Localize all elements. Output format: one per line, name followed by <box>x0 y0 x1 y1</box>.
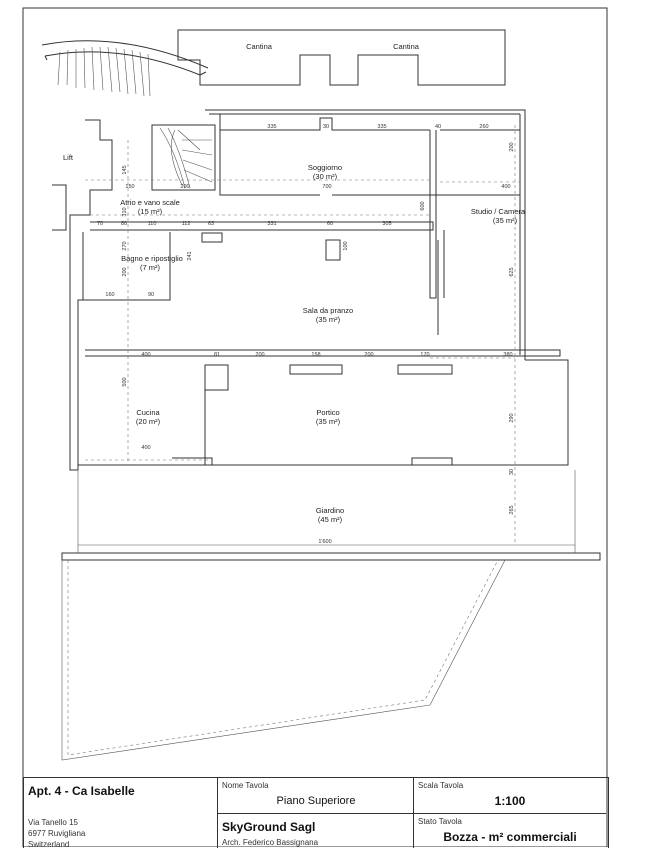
scala-label: Scala Tavola <box>418 781 464 790</box>
dim-label: 200 <box>364 352 373 358</box>
dim-label: 100 <box>343 241 349 250</box>
dim-label: 400 <box>501 184 510 190</box>
company-cell: SkyGround Sagl Arch. Federico Bassignana <box>218 814 414 848</box>
dim-label: 335 <box>267 124 276 130</box>
dim-label: 80 <box>121 221 127 227</box>
dim-label: 81 <box>214 352 220 358</box>
room-label-bagno-area: (7 m²) <box>140 263 160 272</box>
dim-label: 158 <box>311 352 320 358</box>
project-cell: Apt. 4 - Ca Isabelle Via Tanello 15 6977… <box>24 778 218 849</box>
outer-walls <box>69 109 569 471</box>
room-label-cantina-left: Cantina <box>246 42 273 51</box>
cantina-block <box>177 29 506 86</box>
dim-label: 265 <box>509 505 515 514</box>
scala-cell: Scala Tavola 1:100 <box>414 778 606 814</box>
room-label-studio-area: (35 m²) <box>493 216 518 225</box>
room-label-sala: Sala da pranzo <box>303 306 353 315</box>
dim-label: 200 <box>509 142 515 151</box>
room-label-atrio-area: (15 m²) <box>138 207 163 216</box>
dim-label: 310 <box>122 207 128 216</box>
dim-label: 200 <box>180 184 189 190</box>
stato-label: Stato Tavola <box>418 817 462 826</box>
title-block: Apt. 4 - Ca Isabelle Via Tanello 15 6977… <box>23 777 609 849</box>
dim-label: 40 <box>435 124 441 130</box>
dim-label: 150 <box>125 184 134 190</box>
dim-label: 200 <box>122 267 128 276</box>
dimension-labels: 335 30 335 40 260 200 700 400 600 625 14… <box>97 124 515 545</box>
dim-label: 145 <box>122 165 128 174</box>
nome-tavola-value: Piano Superiore <box>276 795 356 807</box>
room-label-giardino-area: (45 m²) <box>318 515 343 524</box>
dim-label: 270 <box>122 241 128 250</box>
dim-label: 380 <box>503 352 512 358</box>
dim-label: 335 <box>377 124 386 130</box>
room-label-soggiorno: Soggiorno <box>308 163 342 172</box>
sheet-border <box>22 7 608 847</box>
dim-label: 305 <box>382 221 391 227</box>
dim-label: 625 <box>509 267 515 276</box>
stato-cell: Stato Tavola Bozza - m² commerciali <box>414 814 606 848</box>
dim-label: 90 <box>148 292 154 298</box>
stato-value: Bozza - m² commerciali <box>443 830 577 844</box>
room-label-lift: Lift <box>63 153 74 162</box>
room-label-sala-area: (35 m²) <box>316 315 341 324</box>
nome-tavola-label: Nome Tavola <box>222 781 269 790</box>
dim-label: 160 <box>105 292 114 298</box>
dim-label: 1'600 <box>318 539 331 545</box>
interior-walls <box>82 114 561 466</box>
dim-label: 30 <box>323 124 329 130</box>
dim-label: 112 <box>182 221 191 227</box>
company-name: SkyGround Sagl <box>222 820 316 834</box>
dim-label: 63 <box>208 221 214 227</box>
dim-label: 290 <box>509 413 515 422</box>
curved-balcony <box>41 40 209 97</box>
address-line-3: Switzerland <box>28 840 70 849</box>
dim-label: 170 <box>420 352 429 358</box>
dim-label: 200 <box>255 352 264 358</box>
room-label-cantina-right: Cantina <box>393 42 420 51</box>
dim-label: 331 <box>267 221 276 227</box>
room-label-giardino: Giardino <box>316 506 344 515</box>
room-label-cucina-area: (20 m²) <box>136 417 161 426</box>
room-label-studio: Studio / Camera <box>471 207 526 216</box>
dim-label: 700 <box>322 184 331 190</box>
dim-label: 60 <box>327 221 333 227</box>
room-label-soggiorno-area: (30 m²) <box>313 172 338 181</box>
lift-shaft <box>52 184 67 231</box>
dim-label: 600 <box>420 201 426 210</box>
scala-value: 1:100 <box>494 794 526 808</box>
room-label-portico: Portico <box>316 408 339 417</box>
address-line-2: 6977 Ruvigliana <box>28 829 86 838</box>
nome-tavola-cell: Nome Tavola Piano Superiore <box>218 778 414 814</box>
room-label-portico-area: (35 m²) <box>316 417 341 426</box>
garden <box>61 470 601 761</box>
dim-label: 30 <box>509 469 515 475</box>
project-name: Apt. 4 - Ca Isabelle <box>28 784 135 798</box>
dim-label: 400 <box>141 352 150 358</box>
room-label-bagno: Bagno e ripostiglio <box>121 254 183 263</box>
room-label-cucina: Cucina <box>136 408 160 417</box>
address-line-1: Via Tanello 15 <box>28 818 78 827</box>
architect-name: Arch. Federico Bassignana <box>222 838 319 847</box>
room-label-atrio: Atrio e vano scale <box>120 198 180 207</box>
dim-label: 500 <box>122 377 128 386</box>
dimension-guides <box>85 125 520 545</box>
dim-label: 70 <box>97 221 103 227</box>
dim-label: 400 <box>141 445 150 451</box>
staircase <box>151 124 216 191</box>
dim-label: 110 <box>148 221 157 227</box>
dim-label: 241 <box>187 251 193 260</box>
dim-label: 260 <box>479 124 488 130</box>
